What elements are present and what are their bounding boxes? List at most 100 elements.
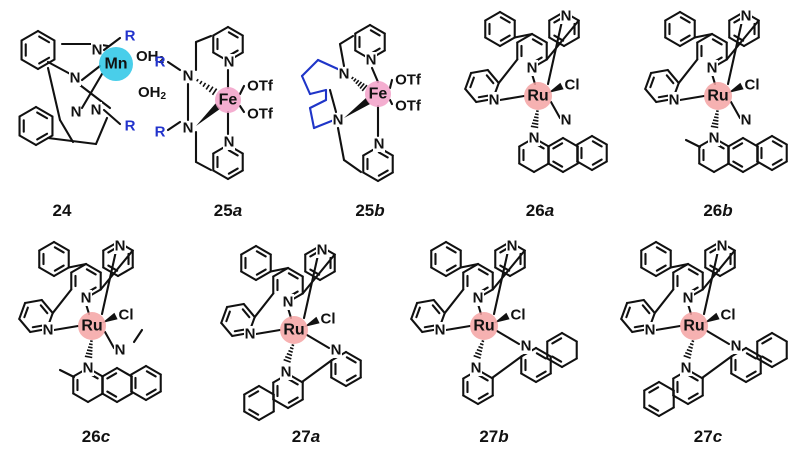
- bond: [654, 266, 672, 278]
- bond: [318, 270, 336, 282]
- nitrogen-atom: N: [681, 360, 692, 377]
- bond: [328, 88, 338, 114]
- nitrogen-atom: N: [115, 342, 126, 359]
- double-bond: [287, 396, 299, 404]
- double-bond: [711, 38, 723, 46]
- bond: [576, 160, 594, 172]
- hashed-bond: [211, 88, 218, 96]
- bond: [300, 58, 320, 78]
- nitrogen-atom: N: [709, 130, 720, 147]
- nitrogen-atom: N: [507, 238, 518, 255]
- bond: [102, 36, 122, 52]
- double-bond: [687, 392, 699, 400]
- double-bond: [39, 304, 49, 315]
- metal-symbol: Ru: [81, 318, 102, 335]
- double-bond: [38, 56, 51, 65]
- hashed-bond: [481, 339, 485, 343]
- bond: [770, 134, 788, 146]
- bond: [626, 298, 645, 305]
- double-bond: [227, 149, 239, 157]
- atom-mask: [560, 112, 572, 128]
- bond: [257, 410, 275, 422]
- bond: [546, 357, 564, 369]
- double-bond: [648, 386, 660, 394]
- nitrogen-atom: N: [731, 338, 742, 355]
- nitrogen-atom: N: [527, 60, 538, 77]
- bond: [640, 240, 658, 252]
- hashed-bond: [478, 345, 483, 349]
- bond: [476, 394, 494, 406]
- hashed-bond: [350, 76, 354, 80]
- bond: [677, 58, 699, 85]
- double-bond: [248, 390, 260, 398]
- double-bond: [625, 306, 631, 319]
- bond: [194, 34, 213, 44]
- nitrogen-atom: N: [317, 242, 328, 259]
- bond: [718, 266, 736, 278]
- bond: [362, 171, 380, 183]
- metal-symbol: Ru: [527, 88, 548, 105]
- wedge-bond: [196, 103, 221, 126]
- bond: [727, 136, 745, 148]
- compound-label: 27b: [479, 427, 508, 446]
- hashed-bond: [532, 119, 539, 122]
- hashed-bond: [689, 342, 694, 346]
- bond: [756, 331, 774, 343]
- bond: [238, 104, 246, 114]
- metal-center-highlight: [704, 82, 732, 110]
- atom-mask: [520, 338, 532, 354]
- atom-mask: [740, 8, 752, 24]
- bond: [430, 240, 448, 252]
- atom-mask: [644, 322, 656, 338]
- bond: [18, 317, 32, 334]
- bond: [308, 106, 316, 130]
- bond: [476, 262, 494, 274]
- double-bond: [345, 374, 357, 382]
- hashed-bond: [683, 354, 691, 359]
- double-bond: [53, 264, 65, 272]
- double-bond: [499, 34, 511, 42]
- bond: [376, 171, 394, 183]
- double-bond: [377, 151, 389, 159]
- ligand-label: Cl: [565, 77, 580, 94]
- double-bond: [287, 272, 299, 280]
- bond: [560, 331, 578, 343]
- bond: [243, 384, 261, 396]
- nitrogen-atom: N: [43, 322, 54, 339]
- double-bond: [477, 268, 489, 276]
- bond: [620, 301, 629, 321]
- label-26a: 26a: [526, 201, 554, 220]
- nitrogen-atom: N: [91, 102, 102, 119]
- nitrogen-atom: N: [224, 134, 235, 151]
- bond: [678, 36, 696, 48]
- compound-label: 26c: [82, 427, 111, 446]
- bond: [560, 357, 578, 369]
- double-bond: [233, 328, 246, 333]
- bond: [534, 372, 552, 384]
- atom-mask: [223, 134, 235, 150]
- bond: [664, 36, 682, 48]
- hashed-bond: [361, 84, 368, 92]
- atom-mask: [70, 104, 82, 120]
- nitrogen-atom: N: [473, 290, 484, 307]
- bond: [770, 160, 788, 172]
- double-bond: [145, 370, 157, 378]
- bond: [102, 108, 122, 126]
- nitrogen-atom: N: [81, 290, 92, 307]
- hashed-bond: [710, 125, 719, 129]
- bond: [52, 324, 80, 332]
- bond: [300, 74, 312, 96]
- double-bond: [445, 264, 457, 272]
- bond: [52, 266, 70, 278]
- compound-label: 26a: [526, 201, 554, 220]
- double-bond: [53, 246, 65, 254]
- bond: [80, 72, 104, 110]
- metal-center-highlight: [280, 316, 308, 344]
- bond: [705, 329, 731, 346]
- bond: [678, 94, 706, 102]
